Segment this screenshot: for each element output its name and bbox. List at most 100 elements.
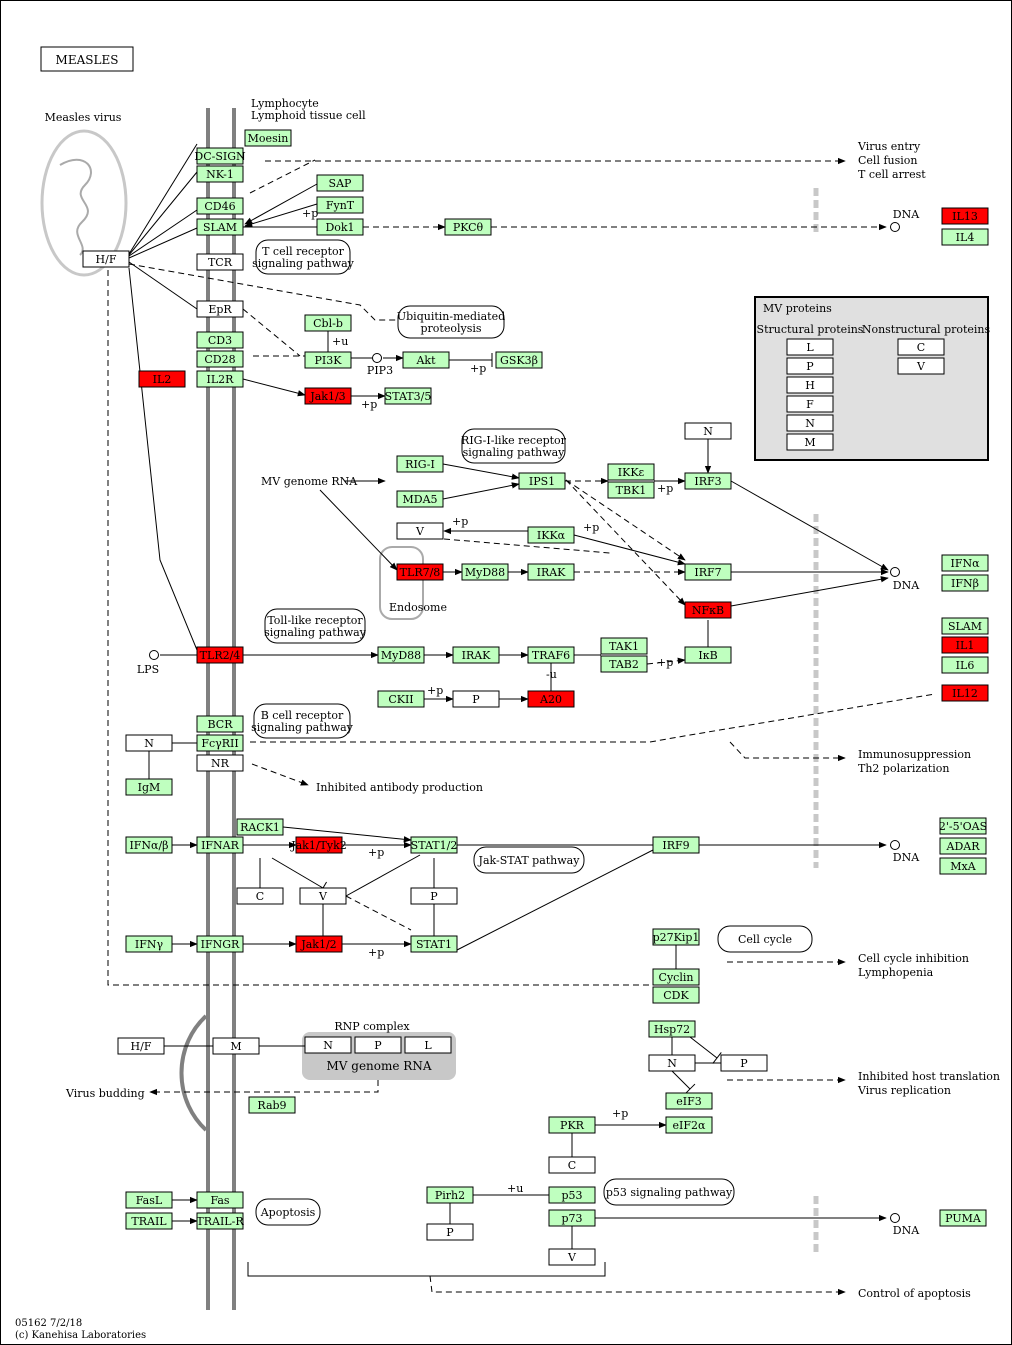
gene-adar[interactable]: ADAR [939, 837, 987, 855]
gene-hf[interactable]: H/F [82, 250, 130, 268]
gene-irf7[interactable]: IRF7 [684, 563, 732, 581]
gene-eif3[interactable]: eIF3 [665, 1092, 713, 1110]
gene-bcr[interactable]: BCR [196, 715, 244, 733]
gene-ifnar[interactable]: IFNAR [196, 836, 244, 854]
gene-ifnb[interactable]: IFNβ [941, 574, 989, 592]
gene-cd46[interactable]: CD46 [196, 197, 244, 215]
gene-p_pirh2[interactable]: P [426, 1223, 474, 1241]
gene-il1[interactable]: IL1 [941, 636, 989, 654]
gene-cdk[interactable]: CDK [652, 986, 700, 1004]
gene-p27kip1[interactable]: p27Kip1 [652, 928, 700, 946]
gene-ifnab[interactable]: IFNα/β [125, 836, 173, 854]
gene-tab2[interactable]: TAB2 [600, 655, 648, 673]
gene-ifng[interactable]: IFNγ [125, 935, 173, 953]
gene-tbk1[interactable]: TBK1 [607, 481, 655, 499]
gene-hf2[interactable]: H/F [117, 1037, 165, 1055]
gene-moesin[interactable]: Moesin [244, 129, 292, 147]
gene-ips1[interactable]: IPS1 [518, 472, 566, 490]
gene-tlr78[interactable]: TLR7/8 [396, 563, 444, 581]
gene-slam2[interactable]: SLAM [941, 617, 989, 635]
gene-n_hsp[interactable]: N [648, 1054, 696, 1072]
gene-il4[interactable]: IL4 [941, 228, 989, 246]
gene-v_p73[interactable]: V [548, 1248, 596, 1266]
gene-pirh2[interactable]: Pirh2 [426, 1186, 474, 1204]
gene-rack1[interactable]: RACK1 [236, 818, 284, 836]
gene-ikb[interactable]: IκB [684, 646, 732, 664]
gene-jak12[interactable]: Jak1/2 [295, 935, 343, 953]
gene-fcgrii[interactable]: FcγRII [196, 734, 244, 752]
gene-pkctheta[interactable]: PKCθ [444, 218, 492, 236]
gene-igm[interactable]: IgM [125, 778, 173, 796]
gene-eif2a[interactable]: eIF2α [665, 1116, 713, 1134]
gene-rigi[interactable]: RIG-I [396, 455, 444, 473]
gene-irakb[interactable]: IRAK [452, 646, 500, 664]
gene-v_mid[interactable]: V [396, 522, 444, 540]
gene-iraka[interactable]: IRAK [527, 563, 575, 581]
gene-rnp_l[interactable]: L [404, 1036, 452, 1054]
gene-myd88b[interactable]: MyD88 [377, 646, 425, 664]
gene-ckii[interactable]: CKII [377, 690, 425, 708]
gene-il2[interactable]: IL2 [138, 370, 186, 388]
pathway-link-jakstat[interactable]: Jak-STAT pathway [473, 846, 585, 874]
gene-p73[interactable]: p73 [548, 1209, 596, 1227]
gene-cd28[interactable]: CD28 [196, 350, 244, 368]
gene-irf9[interactable]: IRF9 [652, 836, 700, 854]
gene-v_jak[interactable]: V [299, 887, 347, 905]
gene-jak1tyk2[interactable]: Jak1/Tyk2 [290, 836, 347, 854]
gene-tcr[interactable]: TCR [196, 253, 244, 271]
gene-nr[interactable]: NR [196, 754, 244, 772]
gene-tak1[interactable]: TAK1 [600, 637, 648, 655]
gene-tlr24[interactable]: TLR2/4 [196, 646, 244, 664]
gene-slam[interactable]: SLAM [196, 218, 244, 236]
gene-il12[interactable]: IL12 [941, 684, 989, 702]
gene-fas[interactable]: Fas [196, 1191, 244, 1209]
gene-p_stat[interactable]: P [410, 887, 458, 905]
gene-trailr[interactable]: TRAIL-R [196, 1212, 244, 1230]
gene-sap[interactable]: SAP [316, 174, 364, 192]
gene-hsp72[interactable]: Hsp72 [648, 1020, 696, 1038]
gene-rnp_n[interactable]: N [304, 1036, 352, 1054]
gene-oas[interactable]: 2'-5'OAS [939, 817, 987, 835]
gene-ifna[interactable]: IFNα [941, 554, 989, 572]
gene-c_jak[interactable]: C [236, 887, 284, 905]
pathway-link-cellcycle[interactable]: Cell cycle [717, 925, 813, 953]
gene-epr[interactable]: EpR [196, 300, 244, 318]
gene-n_irf3[interactable]: N [684, 422, 732, 440]
pathway-link-p53[interactable]: p53 signaling pathway [603, 1178, 735, 1206]
gene-pkr[interactable]: PKR [548, 1116, 596, 1134]
gene-cblb[interactable]: Cbl-b [304, 314, 352, 332]
gene-akt[interactable]: Akt [402, 351, 450, 369]
gene-cd3[interactable]: CD3 [196, 331, 244, 349]
gene-dcsign[interactable]: DC-SIGN [194, 147, 246, 165]
gene-il6[interactable]: IL6 [941, 656, 989, 674]
gene-nk1[interactable]: NK-1 [196, 165, 244, 183]
gene-mda5[interactable]: MDA5 [396, 490, 444, 508]
gene-ifngr[interactable]: IFNGR [196, 935, 244, 953]
gene-m_bud[interactable]: M [212, 1037, 260, 1055]
gene-p53[interactable]: p53 [548, 1186, 596, 1204]
gene-rab9[interactable]: Rab9 [248, 1096, 296, 1114]
gene-rnp_p[interactable]: P [354, 1036, 402, 1054]
gene-stat35[interactable]: STAT3/5 [384, 387, 432, 405]
gene-n_bcr[interactable]: N [125, 734, 173, 752]
gene-jak13[interactable]: Jak1/3 [304, 387, 352, 405]
gene-ikke[interactable]: IKKε [607, 463, 655, 481]
gene-myd88a[interactable]: MyD88 [461, 563, 509, 581]
gene-cyclin[interactable]: Cyclin [652, 968, 700, 986]
gene-gsk3b[interactable]: GSK3β [495, 351, 543, 369]
gene-fasl[interactable]: FasL [125, 1191, 173, 1209]
gene-trail[interactable]: TRAIL [125, 1212, 173, 1230]
gene-traf6[interactable]: TRAF6 [527, 646, 575, 664]
gene-stat12[interactable]: STAT1/2 [410, 836, 458, 854]
gene-dok1[interactable]: Dok1 [316, 218, 364, 236]
gene-puma[interactable]: PUMA [939, 1209, 987, 1227]
gene-il2r[interactable]: IL2R [196, 370, 244, 388]
gene-mxa[interactable]: MxA [939, 857, 987, 875]
gene-p_ckii[interactable]: P [452, 690, 500, 708]
gene-stat1[interactable]: STAT1 [410, 935, 458, 953]
